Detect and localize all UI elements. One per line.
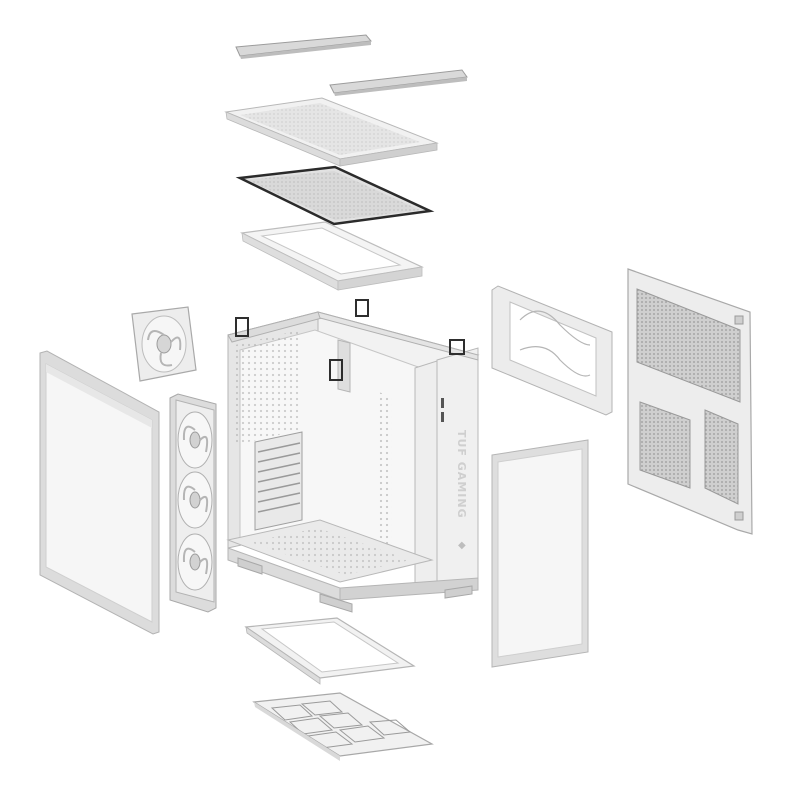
right-glass-side-panel	[491, 439, 589, 668]
handle-icon	[355, 299, 369, 317]
bottom-bracket	[244, 617, 416, 685]
top-radiator-bracket	[239, 221, 425, 291]
tuf-logo-icon: ◆	[458, 540, 466, 551]
handle-icon	[235, 317, 249, 337]
front-triple-fan-stack	[169, 393, 217, 613]
top-trim-bar-right	[329, 69, 468, 96]
left-glass-side-panel	[39, 350, 160, 635]
fan-middle	[177, 471, 213, 529]
case-foot	[237, 557, 263, 575]
top-cover-panel	[224, 97, 439, 167]
rear-ventilation-mesh	[235, 330, 300, 445]
usb-port-icon	[441, 412, 444, 422]
rear-panel-mesh-top	[636, 288, 741, 403]
cable-management-strut	[378, 392, 392, 560]
rear-side-panel	[627, 268, 753, 535]
top-dust-filter	[235, 165, 435, 226]
fan-bottom	[177, 533, 213, 591]
handle-icon	[329, 359, 343, 381]
rear-panel-mesh-bottom-left	[639, 401, 691, 489]
side-fan-bracket	[491, 285, 613, 416]
top-trim-bar-left	[235, 34, 372, 59]
usb-port-icon	[441, 398, 444, 408]
rear-panel-mesh-bottom-right	[704, 409, 739, 505]
case-foot	[319, 593, 353, 613]
expansion-slots	[254, 431, 303, 531]
front-branding-text: TUF GAMING	[455, 430, 468, 519]
rear-fan	[131, 306, 197, 382]
fan-top	[177, 411, 213, 469]
case-foot	[444, 585, 473, 599]
handle-icon	[449, 339, 465, 355]
main-chassis: TUF GAMING ◆	[226, 299, 480, 613]
bottom-dust-filter	[252, 692, 434, 761]
